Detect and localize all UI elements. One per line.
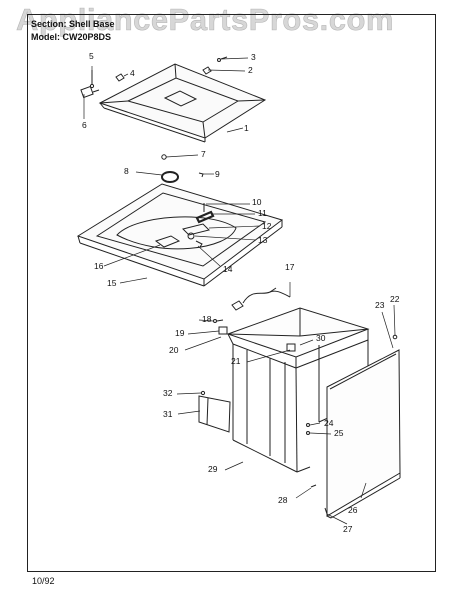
part-callout-8: 8 [124, 166, 129, 176]
part-callout-3: 3 [251, 52, 256, 62]
part-callout-4: 4 [130, 68, 135, 78]
watermark-logo: AppliancePartsPros.com [16, 2, 394, 38]
part-callout-14: 14 [223, 264, 233, 274]
part-callout-11: 11 [258, 208, 267, 218]
part-callout-22: 22 [390, 294, 400, 304]
right-panel-part [326, 349, 401, 519]
part-callout-1: 1 [244, 123, 249, 133]
part-callout-20: 20 [169, 345, 179, 355]
left-panel-part [198, 395, 231, 433]
part-callout-6: 6 [82, 120, 87, 130]
part-callout-9: 9 [215, 169, 220, 179]
part-callout-7: 7 [201, 149, 206, 159]
part-callout-29: 29 [208, 464, 218, 474]
section-label: Section: Shell Base [31, 19, 115, 29]
part-callout-23: 23 [375, 300, 385, 310]
lid-part [98, 63, 267, 143]
part-callout-21: 21 [231, 356, 241, 366]
part-callout-30: 30 [316, 333, 326, 343]
lid-switch-part [231, 287, 291, 311]
part-callout-13: 13 [258, 235, 268, 245]
part-callout-19: 19 [175, 328, 185, 338]
part-callout-26: 26 [348, 505, 358, 515]
diagram-frame [27, 14, 436, 572]
part-callout-24: 24 [324, 418, 334, 428]
cabinet-part [226, 307, 370, 473]
part-callout-32: 32 [163, 388, 173, 398]
part-callout-5: 5 [89, 51, 94, 61]
switch-assembly-parts [154, 203, 215, 248]
leader-lines [83, 57, 396, 525]
part-callout-18: 18 [202, 314, 212, 324]
part-callout-16: 16 [94, 261, 104, 271]
part-callout-10: 10 [252, 197, 262, 207]
part-callout-15: 15 [107, 278, 117, 288]
part-callout-31: 31 [163, 409, 173, 419]
part-callout-2: 2 [248, 65, 253, 75]
part-callout-17: 17 [285, 262, 295, 272]
part-callout-28: 28 [278, 495, 288, 505]
part-callout-25: 25 [334, 428, 344, 438]
part-callout-27: 27 [343, 524, 353, 534]
part-callout-12: 12 [262, 221, 272, 231]
model-label: Model: CW20P8DS [31, 32, 112, 42]
top-pan-part [76, 183, 284, 287]
fastener-parts [200, 319, 398, 515]
revision-date: 10/92 [32, 576, 55, 586]
